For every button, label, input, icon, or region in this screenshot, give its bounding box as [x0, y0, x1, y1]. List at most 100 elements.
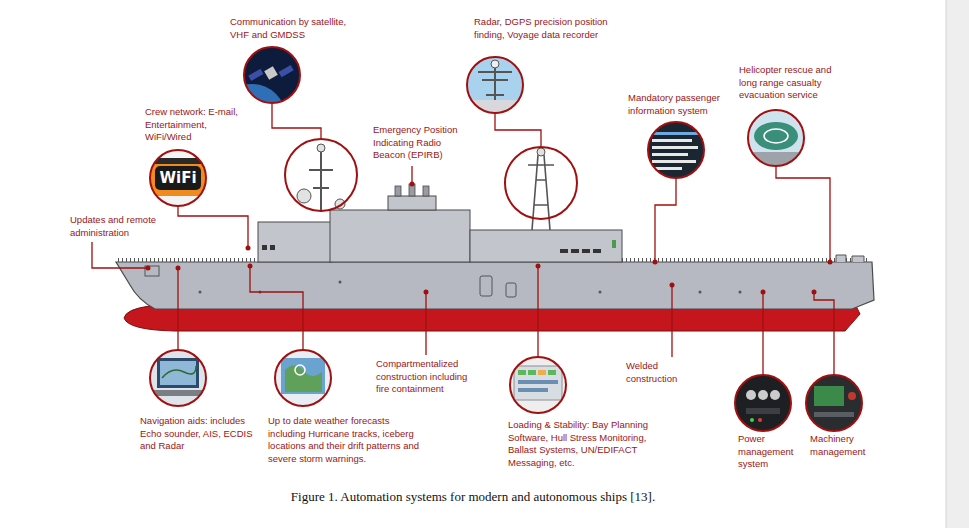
- callout-circles: [735, 375, 791, 431]
- ship-drawing: [560, 249, 568, 253]
- loading-stability-icon: [518, 370, 526, 375]
- helicopter-deck-icon: [746, 108, 806, 168]
- callout-label: Communication by satellite, VHF and GMDS…: [230, 16, 360, 41]
- power-management-icon: [750, 418, 754, 422]
- callout-circles: [505, 147, 577, 219]
- callout-label: Machinery management: [810, 433, 876, 458]
- navigation-aids-icon: [162, 366, 196, 378]
- leader-lines: [178, 206, 248, 248]
- leader-lines: [411, 166, 412, 184]
- ship-drawing: [339, 281, 342, 284]
- leader-lines: [92, 103, 834, 375]
- power-management-icon: [733, 373, 793, 433]
- ship-drawing: [270, 245, 275, 250]
- leader-dots: [653, 260, 658, 265]
- passenger-info-icon: [652, 153, 688, 156]
- callout-label: Updates and remote administration: [70, 214, 162, 239]
- radar-mast-icon: [465, 55, 525, 115]
- ship-drawing: [116, 262, 874, 309]
- leader-lines: [814, 292, 834, 375]
- callout-circles: [285, 139, 357, 211]
- ship-drawing: [297, 189, 311, 203]
- ship-drawing: [309, 150, 333, 212]
- loading-stability-icon: [548, 370, 556, 375]
- callout-circles: [244, 47, 300, 103]
- navigation-aids-icon: [148, 348, 208, 408]
- ship-drawing: [537, 148, 545, 156]
- navigation-aids-icon: [152, 390, 204, 396]
- callout-circles: [150, 150, 206, 206]
- leader-lines: [671, 285, 672, 357]
- radar-mast-icon: [465, 55, 525, 115]
- leader-lines: [92, 242, 148, 268]
- leader-dots: [812, 290, 817, 295]
- callout-circles: [748, 110, 804, 166]
- callout-circles: [806, 375, 862, 431]
- leader-dots: [146, 266, 151, 271]
- satellite-icon: [264, 66, 278, 80]
- power-management-icon: [758, 390, 768, 400]
- ship-drawing: [836, 255, 864, 262]
- loading-stability-icon: [508, 355, 568, 415]
- wifi-icon: [151, 158, 205, 164]
- power-management-icon: [758, 418, 762, 422]
- leader-dots: [248, 264, 253, 269]
- ship-drawing: [470, 230, 622, 262]
- leader-dots: [176, 266, 181, 271]
- passenger-info-icon: [652, 160, 696, 163]
- callout-circles: [648, 122, 704, 178]
- ship-drawing: [199, 291, 202, 294]
- leader-dots: [424, 290, 429, 295]
- callout-label: Helicopter rescue and long range casualt…: [739, 64, 847, 102]
- callout-label: Compartmentalized construction including…: [376, 358, 481, 396]
- ship-drawing: [330, 210, 470, 262]
- callout-label: Mandatory passenger information system: [628, 92, 728, 117]
- loading-stability-icon: [514, 366, 562, 400]
- helicopter-deck-icon: [746, 108, 806, 168]
- helicopter-deck-icon: [754, 122, 798, 150]
- leader-lines: [272, 103, 321, 139]
- ship-drawing: [116, 144, 874, 331]
- passenger-info-icon: [652, 146, 698, 149]
- satellite-icon: [279, 65, 294, 77]
- ship-drawing: [739, 291, 742, 294]
- leader-dots: [410, 182, 415, 187]
- callout-label: Welded construction: [626, 360, 691, 385]
- power-management-icon: [746, 390, 756, 400]
- leader-lines: [495, 113, 541, 147]
- leader-lines: [177, 268, 178, 350]
- icon-text: WiFi: [159, 169, 196, 187]
- ship-drawing: [582, 249, 590, 253]
- ship-drawing: [258, 222, 332, 262]
- ship-drawing: [395, 186, 401, 196]
- loading-stability-icon: [508, 355, 568, 415]
- wifi-icon: [155, 166, 201, 190]
- leader-lines: [425, 292, 426, 355]
- loading-stability-icon: [518, 380, 558, 384]
- machinery-management-icon: [814, 412, 854, 417]
- ship-drawing: [262, 245, 267, 250]
- passenger-info-icon: [652, 139, 692, 142]
- weather-icon: [285, 365, 322, 392]
- loading-stability-icon: [538, 370, 546, 375]
- machinery-management-icon: [804, 373, 864, 433]
- weather-icon: [273, 348, 333, 408]
- leader-dots: [761, 290, 766, 295]
- leader-lines: [250, 266, 303, 350]
- passenger-info-icon: [646, 120, 706, 180]
- ship-drawing: [124, 306, 860, 331]
- passenger-info-icon: [652, 132, 700, 135]
- wifi-icon: [148, 148, 208, 208]
- power-management-icon: [746, 408, 780, 414]
- callout-label: Crew network: E-mail, Entertainment, WiF…: [145, 106, 249, 144]
- ship-drawing: [317, 144, 325, 152]
- leader-dots: [536, 264, 541, 269]
- ship-drawing: [480, 276, 492, 296]
- navigation-aids-icon: [157, 358, 199, 388]
- callout-label: Radar, DGPS precision position finding, …: [474, 16, 626, 41]
- satellite-icon: [248, 69, 263, 81]
- leader-dots: [670, 283, 675, 288]
- navigation-aids-icon: [160, 361, 196, 385]
- wifi-icon: [148, 148, 208, 208]
